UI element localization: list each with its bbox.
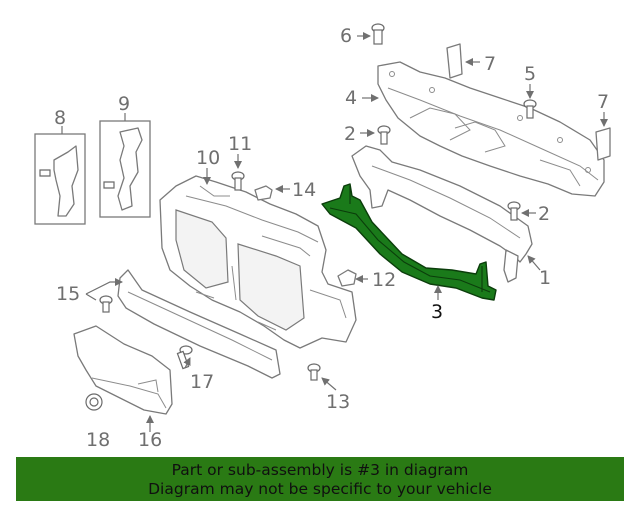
callout-16: 16 — [138, 429, 162, 451]
part-17-bolt[interactable] — [176, 345, 193, 370]
callout-14: 14 — [292, 179, 316, 201]
parts-diagram: 6 7 5 7 4 2 2 1 3 10 11 14 12 13 17 16 1… — [34, 23, 611, 451]
part-11-bolt[interactable] — [231, 171, 245, 191]
part-5-bolt[interactable] — [523, 99, 537, 119]
part-7-bumper-left[interactable] — [446, 43, 463, 79]
part-15-lower-deflector[interactable] — [117, 269, 281, 379]
callout-10: 10 — [196, 147, 220, 169]
notice-banner: Part or sub-assembly is #3 in diagram Di… — [16, 457, 624, 501]
banner-line-1: Part or sub-assembly is #3 in diagram — [171, 461, 469, 479]
banner-line-2: Diagram may not be specific to your vehi… — [148, 480, 492, 498]
callout-11: 11 — [228, 133, 252, 155]
part-12-clip[interactable] — [337, 269, 357, 287]
callout-17: 17 — [190, 371, 214, 393]
callout-2b: 2 — [538, 203, 550, 225]
part-7-bumper-right[interactable] — [595, 127, 611, 161]
callout-12: 12 — [372, 269, 396, 291]
callout-6: 6 — [340, 25, 352, 47]
part-4-radiator-cover[interactable] — [377, 61, 605, 197]
callout-3: 3 — [431, 301, 443, 323]
part-14-clip[interactable] — [254, 185, 273, 201]
callout-5: 5 — [524, 63, 536, 85]
part-10-radiator-support[interactable] — [159, 175, 357, 349]
part-16-air-deflector[interactable] — [73, 325, 173, 415]
leader-lines — [61, 32, 608, 432]
part-2-bolt-upper[interactable] — [377, 125, 391, 145]
callout-1: 1 — [539, 267, 551, 289]
callout-7b: 7 — [597, 91, 609, 113]
part-13-bolt[interactable] — [307, 363, 321, 381]
part-3-lower-reinforcement-highlighted[interactable] — [321, 183, 497, 301]
callout-13: 13 — [326, 391, 350, 413]
part-15-bolt[interactable] — [99, 295, 113, 313]
part-2-bolt-lower[interactable] — [507, 201, 521, 221]
part-18-nut[interactable] — [85, 393, 103, 411]
callout-4: 4 — [345, 87, 357, 109]
callout-18: 18 — [86, 429, 110, 451]
part-1-upper-tie-bar[interactable] — [351, 145, 533, 283]
callout-9: 9 — [118, 93, 130, 115]
callout-15: 15 — [56, 283, 80, 305]
callout-7a: 7 — [484, 53, 496, 75]
callout-2a: 2 — [344, 123, 356, 145]
callout-numbers: 6 7 5 7 4 2 2 1 3 10 11 14 12 13 17 16 1… — [54, 25, 609, 451]
part-6-bolt[interactable] — [371, 23, 385, 45]
part-8-inset[interactable] — [34, 133, 86, 225]
part-9-inset[interactable] — [99, 120, 151, 218]
callout-8: 8 — [54, 107, 66, 129]
